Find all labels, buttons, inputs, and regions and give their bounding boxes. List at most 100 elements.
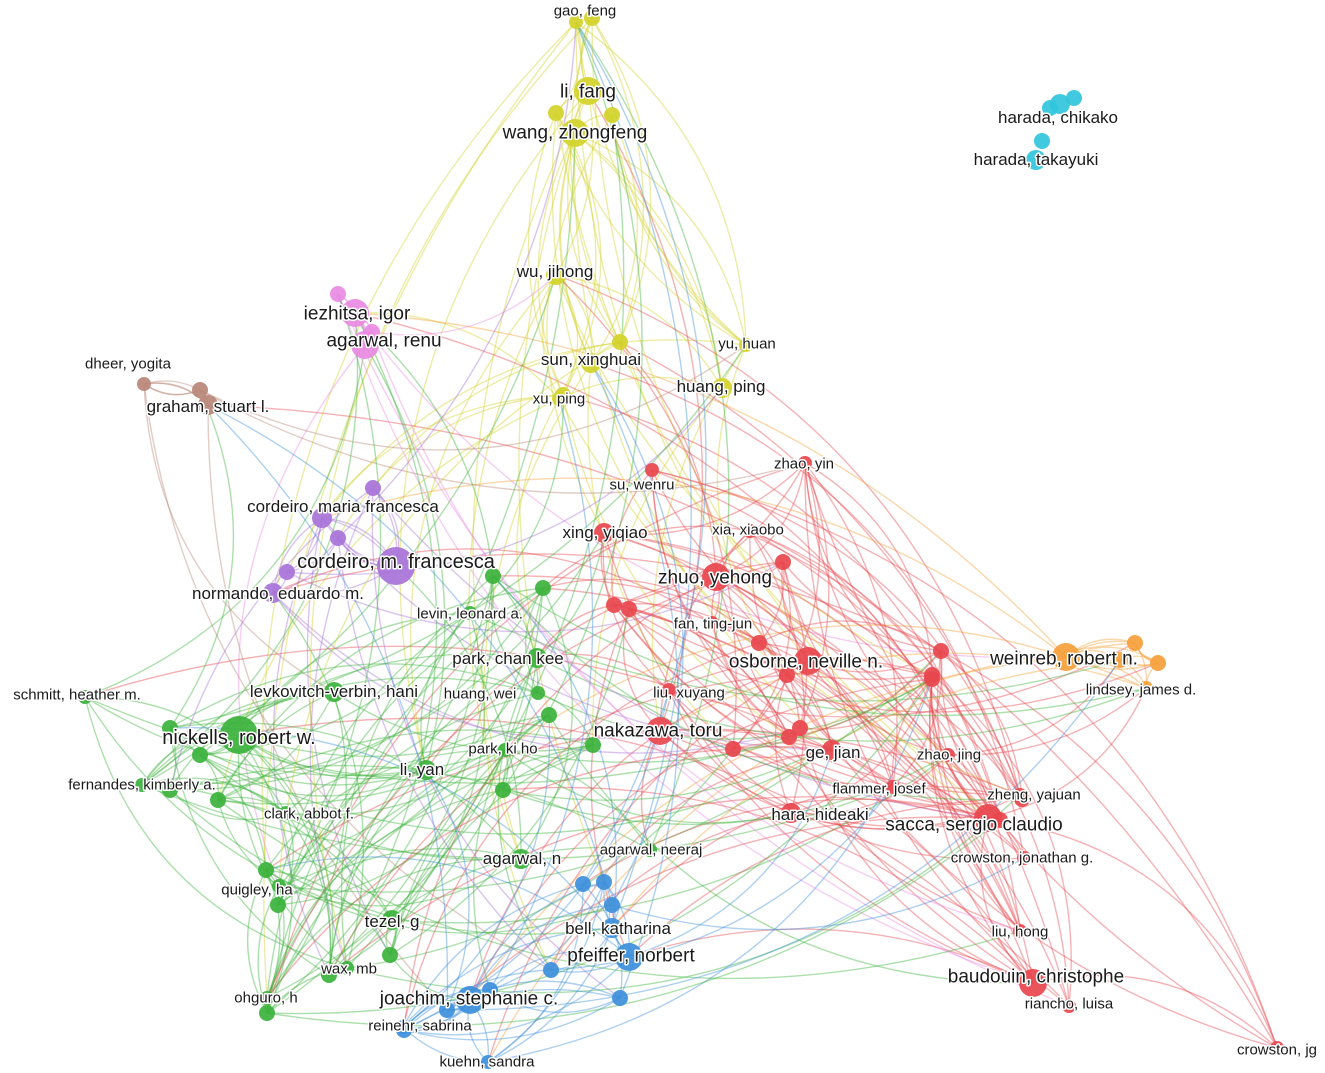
author-node-joachim[interactable] <box>456 986 484 1014</box>
author-node[interactable] <box>162 720 178 736</box>
author-node-cordeiro-maria[interactable] <box>312 508 332 528</box>
author-node-iezhitsa-igor[interactable] <box>341 299 369 327</box>
author-node[interactable] <box>330 530 346 546</box>
author-node[interactable] <box>779 667 795 683</box>
author-node[interactable] <box>548 105 564 121</box>
author-node-nickells[interactable] <box>220 716 258 754</box>
author-node-li-yan[interactable] <box>416 760 436 780</box>
author-node[interactable] <box>775 554 791 570</box>
author-node-liu-hong[interactable] <box>1013 924 1027 938</box>
author-node-dheer-yogita[interactable] <box>137 377 151 391</box>
author-node-reinehr[interactable] <box>396 1020 410 1034</box>
author-node[interactable] <box>330 286 346 302</box>
author-node[interactable] <box>279 564 295 580</box>
author-node[interactable] <box>1150 655 1166 671</box>
author-node[interactable] <box>604 897 620 913</box>
author-node[interactable] <box>535 580 551 596</box>
author-node-zheng-yajuan[interactable] <box>1013 788 1027 802</box>
author-node-baudouin[interactable] <box>1019 969 1047 997</box>
author-node-hara-hideaki[interactable] <box>781 803 801 823</box>
author-node-weinreb[interactable] <box>1052 643 1080 671</box>
author-node[interactable] <box>1127 635 1143 651</box>
author-node[interactable] <box>495 782 511 798</box>
author-node[interactable] <box>543 962 559 978</box>
author-node-harada-chikako[interactable] <box>1050 94 1070 114</box>
author-node-wang-zhongfeng[interactable] <box>561 119 589 147</box>
author-node-xing-yiqiao[interactable] <box>594 523 614 543</box>
author-node-xia-xiaobo[interactable] <box>743 524 757 538</box>
author-node-nakazawa[interactable] <box>646 717 674 745</box>
author-node-ge-jian[interactable] <box>822 740 842 760</box>
author-node[interactable] <box>365 480 381 496</box>
author-node-crowston-jonathan[interactable] <box>1017 851 1031 865</box>
author-node[interactable] <box>1034 133 1050 149</box>
author-node[interactable] <box>612 334 628 350</box>
author-node[interactable] <box>485 568 501 584</box>
author-node[interactable] <box>1112 652 1128 668</box>
author-node[interactable] <box>439 1002 455 1018</box>
author-node-cordeiro-m[interactable] <box>377 547 415 585</box>
author-node-bell[interactable] <box>602 918 622 938</box>
author-node[interactable] <box>924 667 940 683</box>
author-node-park-chankee[interactable] <box>527 648 547 668</box>
author-node[interactable] <box>210 792 226 808</box>
author-node[interactable] <box>596 874 612 890</box>
author-node[interactable] <box>585 737 601 753</box>
author-node-agarwal-neeraj[interactable] <box>643 843 657 857</box>
author-node-wu-jihong[interactable] <box>546 265 566 285</box>
author-node[interactable] <box>482 982 498 998</box>
author-node-park-kiho[interactable] <box>498 743 512 757</box>
author-node-liu-xuyang[interactable] <box>662 683 676 697</box>
author-node-graham-stuart[interactable] <box>198 395 218 415</box>
author-node-li-fang[interactable] <box>574 77 602 105</box>
author-node[interactable] <box>621 601 637 617</box>
author-node[interactable] <box>541 707 557 723</box>
author-node-harada-takayuki[interactable] <box>1026 150 1046 170</box>
author-node[interactable] <box>781 729 797 745</box>
author-node-riancho[interactable] <box>1062 999 1076 1013</box>
author-node-huang-wei[interactable] <box>531 686 545 700</box>
author-node[interactable] <box>259 1005 275 1021</box>
author-node-gao-feng[interactable] <box>569 15 583 29</box>
author-node-agarwal-n[interactable] <box>511 849 531 869</box>
author-node[interactable] <box>751 635 767 651</box>
author-node-schmitt[interactable] <box>78 690 92 704</box>
author-node[interactable] <box>604 107 620 123</box>
author-node-zhuo-yehong[interactable] <box>702 563 730 591</box>
author-node[interactable] <box>792 720 808 736</box>
author-node[interactable] <box>321 967 337 983</box>
author-node[interactable] <box>584 10 600 26</box>
author-node-yu-huan[interactable] <box>739 338 753 352</box>
author-node[interactable] <box>606 597 622 613</box>
author-node-agarwal-renu[interactable] <box>351 331 379 359</box>
author-node-osborne[interactable] <box>794 647 822 675</box>
author-node-quigley[interactable] <box>272 879 286 893</box>
author-node-flammer[interactable] <box>886 780 900 794</box>
author-node-sun-xinghuai[interactable] <box>581 353 601 373</box>
author-node[interactable] <box>575 876 591 892</box>
author-node-xu-ping[interactable] <box>552 392 566 406</box>
author-node-huang-ping[interactable] <box>712 378 732 398</box>
author-node[interactable] <box>270 897 286 913</box>
author-node-ohguro[interactable] <box>260 991 274 1005</box>
author-node[interactable] <box>258 862 274 878</box>
author-node[interactable] <box>612 990 628 1006</box>
author-node-zhao-yin[interactable] <box>798 456 812 470</box>
author-node[interactable] <box>192 382 208 398</box>
author-node[interactable] <box>162 782 178 798</box>
author-node-normando[interactable] <box>263 583 283 603</box>
author-node-fan-tingjun[interactable] <box>705 616 719 630</box>
author-node[interactable] <box>933 643 949 659</box>
author-node[interactable] <box>382 947 398 963</box>
author-node-levkovitch[interactable] <box>324 682 344 702</box>
author-node[interactable] <box>192 747 208 763</box>
author-node-kuehn[interactable] <box>481 1055 495 1069</box>
author-node-lindsey[interactable] <box>1139 681 1153 695</box>
author-node-su-wenru[interactable] <box>645 463 659 477</box>
author-node-tezel[interactable] <box>382 910 402 930</box>
author-node-pfeiffer[interactable] <box>615 943 643 971</box>
author-node-wax[interactable] <box>340 961 354 975</box>
author-node-sacca[interactable] <box>974 804 1002 832</box>
author-node[interactable] <box>725 741 741 757</box>
author-node-fernandes[interactable] <box>135 778 149 792</box>
